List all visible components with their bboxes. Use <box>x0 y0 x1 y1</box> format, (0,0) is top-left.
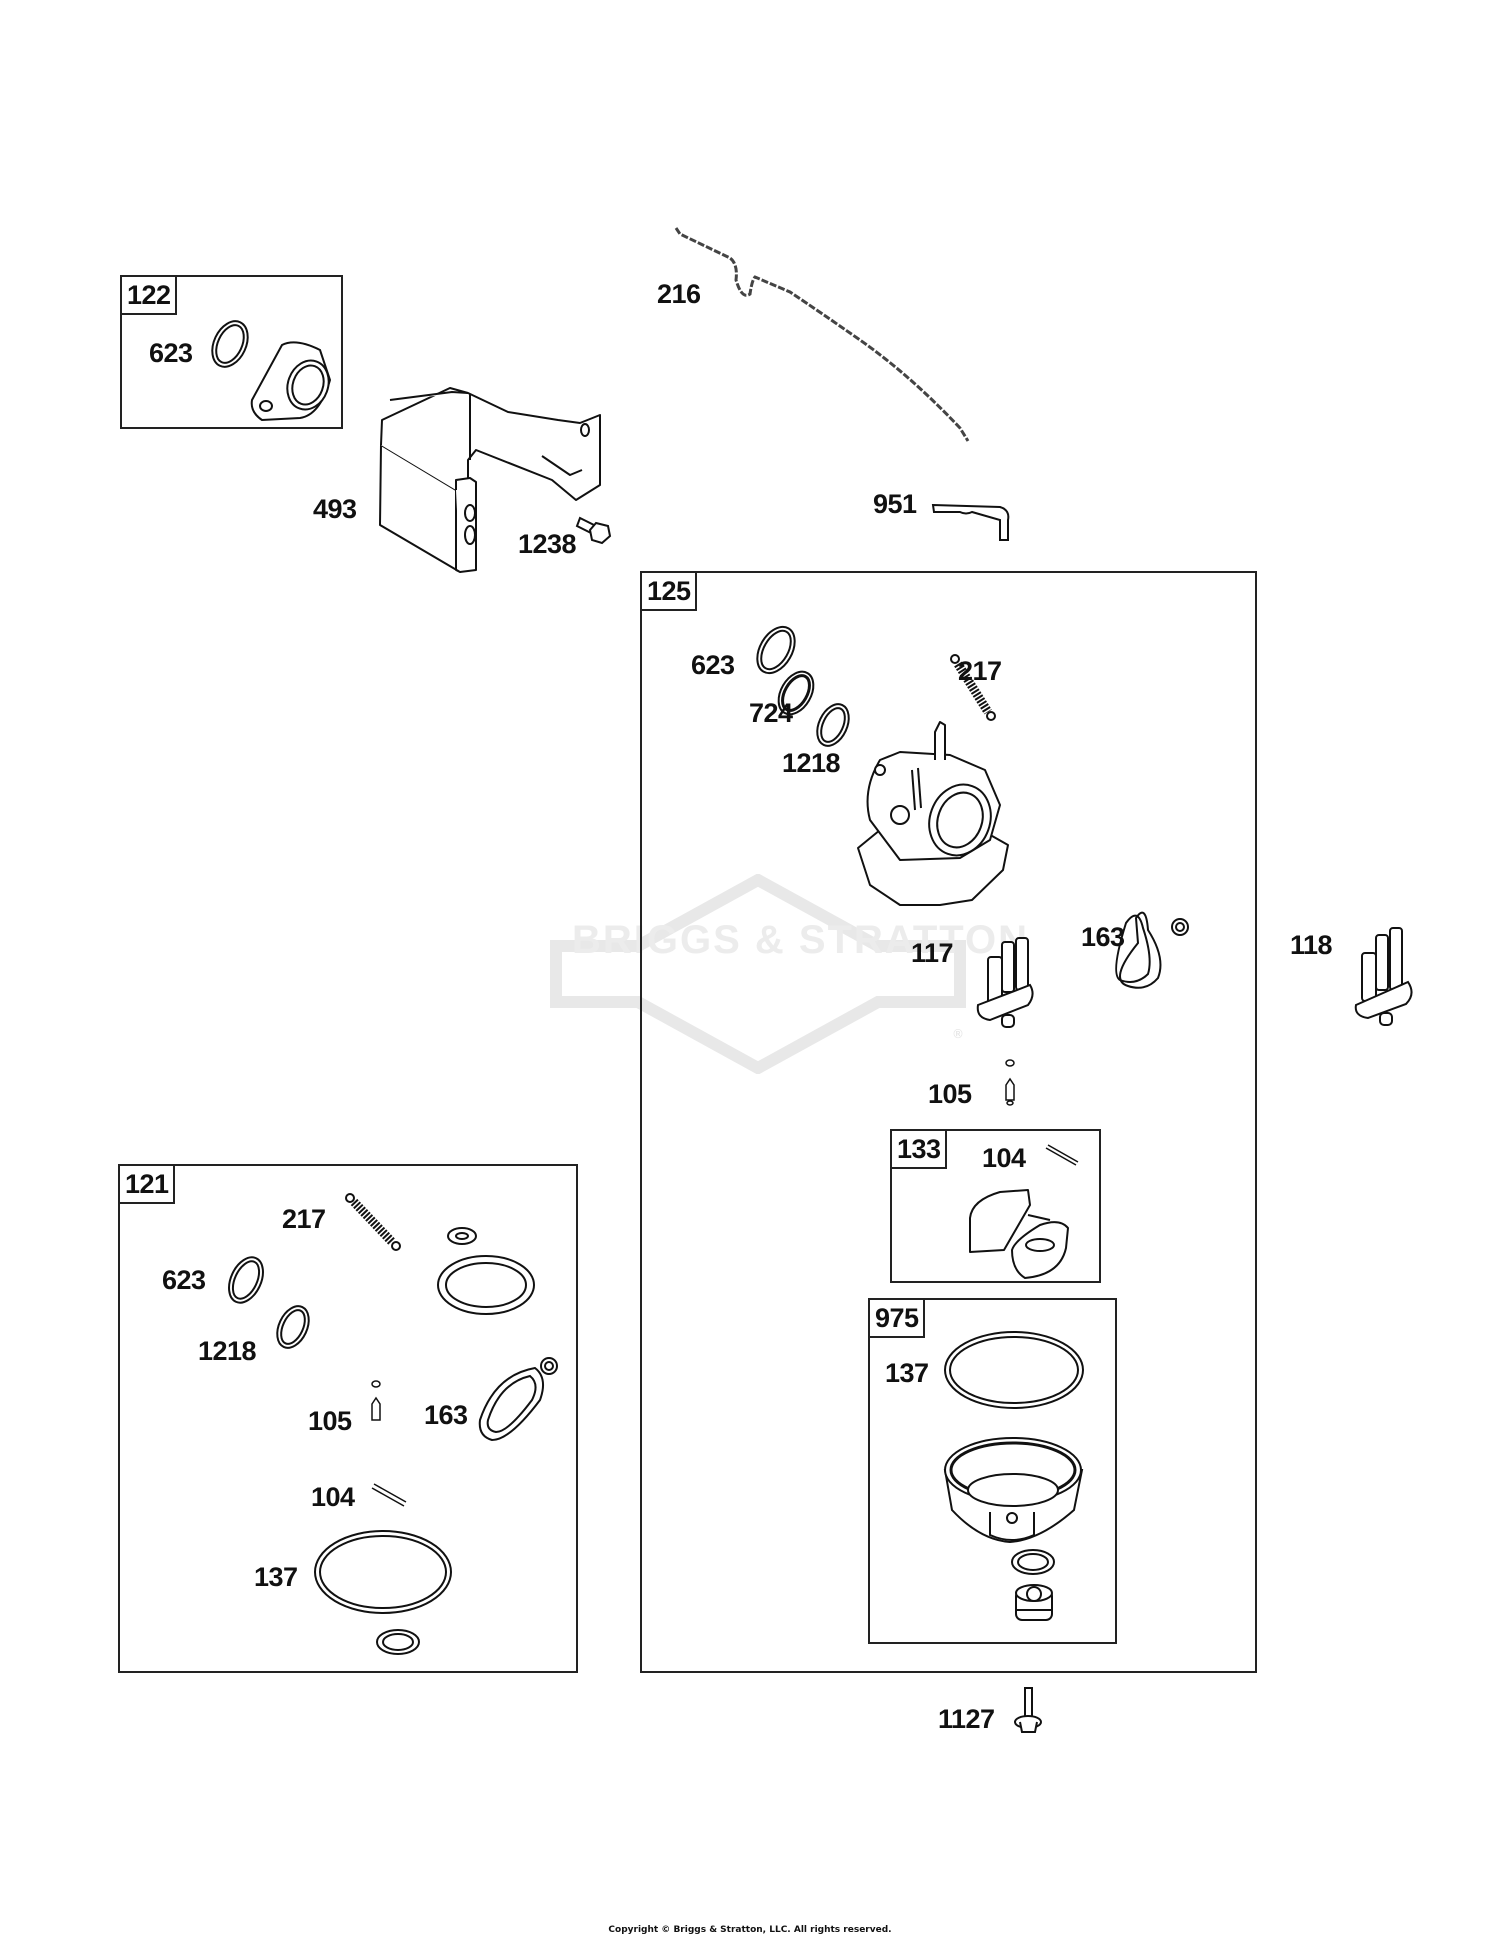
kit-133-tag[interactable]: 133 <box>890 1129 947 1169</box>
bowl-oring-137-icon <box>944 1331 1084 1409</box>
washer-icon <box>1011 1549 1055 1575</box>
part-label-137-kit121[interactable]: 137 <box>254 1562 298 1592</box>
gasket-163-icon <box>1115 911 1189 989</box>
copyright-notice: Copyright © Briggs & Stratton, LLC. All … <box>608 1925 892 1935</box>
bracket-493-icon <box>379 387 601 573</box>
part-label-493[interactable]: 493 <box>313 494 357 524</box>
oring-623-icon <box>211 320 249 368</box>
part-label-105-kit121[interactable]: 105 <box>308 1406 352 1436</box>
lever-951-icon <box>931 503 1010 541</box>
drain-plug-icon <box>1015 1584 1053 1621</box>
brand-watermark-logo: ® <box>550 874 966 1074</box>
kit-122-box: 122 <box>120 275 343 429</box>
kit-121-tag[interactable]: 121 <box>118 1164 175 1204</box>
kit-975-box: 975 <box>868 1298 1117 1644</box>
part-label-623-kit125[interactable]: 623 <box>691 650 735 680</box>
gasket-ring-1218-icon <box>276 1305 310 1349</box>
part-label-623-kit121[interactable]: 623 <box>162 1265 206 1295</box>
part-label-216[interactable]: 216 <box>657 279 701 309</box>
part-label-217-kit121[interactable]: 217 <box>282 1204 326 1234</box>
kit-975-tag[interactable]: 975 <box>868 1298 925 1338</box>
part-label-623-kit122[interactable]: 623 <box>149 338 193 368</box>
part-label-1238[interactable]: 1238 <box>518 529 577 559</box>
part-label-951[interactable]: 951 <box>873 489 917 519</box>
gasket-ring-1218-icon <box>816 703 850 747</box>
gasket-163-icon <box>478 1357 558 1442</box>
part-label-1127[interactable]: 1127 <box>938 1704 995 1734</box>
oring-623-icon <box>228 1256 264 1304</box>
screw-1127-icon <box>1014 1687 1042 1733</box>
washer-icon <box>376 1629 420 1655</box>
part-label-118[interactable]: 118 <box>1290 930 1333 960</box>
kit-121-box: 121 <box>118 1164 578 1673</box>
oring-623-icon <box>756 625 796 675</box>
part-label-1218-kit121[interactable]: 1218 <box>198 1336 257 1366</box>
large-oring-icon <box>437 1255 535 1315</box>
seal-724-icon <box>777 670 815 716</box>
carburetor-icon <box>857 721 1009 906</box>
small-washer-icon <box>447 1227 477 1245</box>
part-label-217-kit125[interactable]: 217 <box>958 656 1002 686</box>
part-label-1218-kit125[interactable]: 1218 <box>782 748 841 778</box>
needle-105-icon <box>1005 1059 1015 1106</box>
bowl-oring-137-icon <box>314 1530 452 1614</box>
kit-133-box: 133 <box>890 1129 1101 1283</box>
part-label-105-kit125[interactable]: 105 <box>928 1079 972 1109</box>
fuel-valve-117-icon <box>976 937 1034 1028</box>
needle-105-icon <box>371 1380 381 1421</box>
part-label-117[interactable]: 117 <box>911 938 954 968</box>
part-label-104-kit121[interactable]: 104 <box>311 1482 355 1512</box>
kit-125-tag[interactable]: 125 <box>640 571 697 611</box>
kit-125-box: 125 <box>640 571 1257 1673</box>
part-label-163-kit125[interactable]: 163 <box>1081 922 1125 952</box>
part-label-137-kit975[interactable]: 137 <box>885 1358 929 1388</box>
screw-1238-icon <box>575 516 612 545</box>
fuel-valve-118-icon <box>1354 927 1413 1026</box>
registered-mark: ® <box>952 1027 964 1041</box>
float-bowl-icon <box>943 1437 1084 1544</box>
pin-104-icon <box>1045 1144 1079 1166</box>
part-label-163-kit121[interactable]: 163 <box>424 1400 468 1430</box>
float-icon <box>969 1189 1069 1279</box>
intake-adapter-icon <box>250 341 332 422</box>
spring-217-icon <box>345 1193 401 1251</box>
part-label-104-kit133[interactable]: 104 <box>982 1143 1026 1173</box>
kit-122-tag[interactable]: 122 <box>120 275 177 315</box>
spring-217-icon <box>950 654 996 721</box>
governor-link-216-icon <box>674 227 970 442</box>
pin-104-icon <box>371 1483 407 1507</box>
watermark-text: BRIGGS & STRATTON <box>572 918 1029 962</box>
